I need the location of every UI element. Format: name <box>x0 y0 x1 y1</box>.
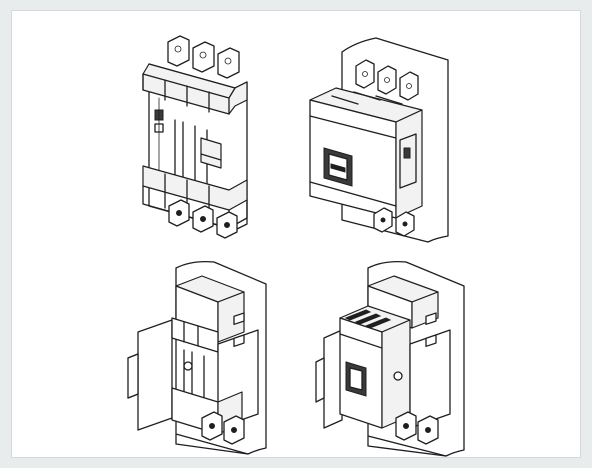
top-terminal-1 <box>167 35 190 67</box>
illustration-frame <box>11 10 581 458</box>
plugin-base-icon <box>127 260 267 455</box>
bottom-terminal-1 <box>168 199 190 227</box>
top-terminal-3 <box>217 47 240 79</box>
top-terminal-2 <box>192 41 215 73</box>
bottom-terminal-2 <box>192 205 214 233</box>
circuit-breaker-icon <box>309 37 449 243</box>
withdrawable-chassis-icon <box>142 35 248 239</box>
bottom-terminal-3 <box>216 211 238 239</box>
circuit-breaker-plugin-icon <box>315 260 465 457</box>
